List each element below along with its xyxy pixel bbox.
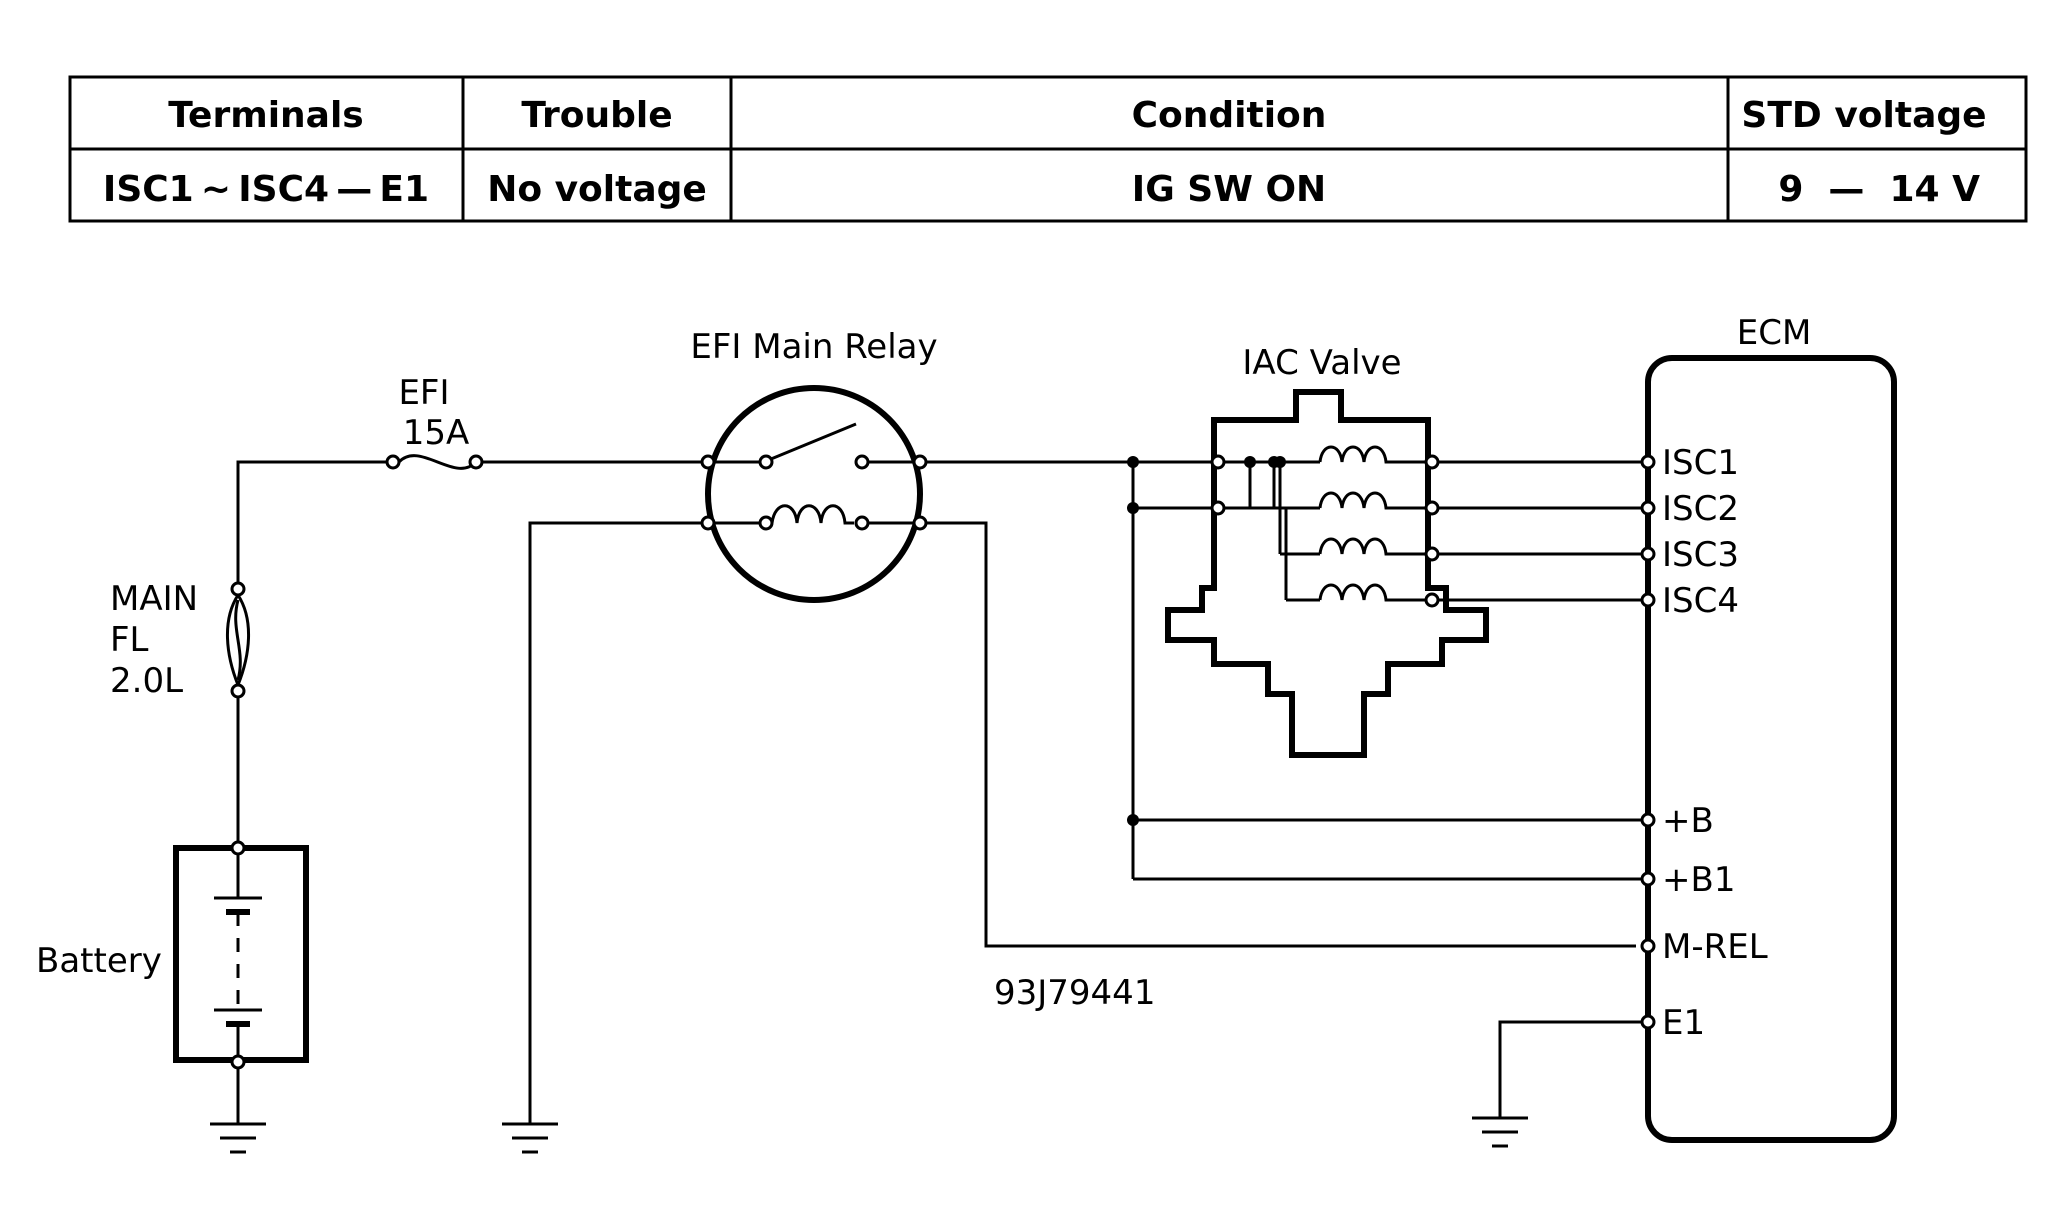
pin-isc4-label: ISC4 — [1662, 581, 1739, 621]
cell-condition: IG SW ON — [1132, 169, 1326, 210]
coil-2-icon — [1318, 491, 1432, 510]
pin-e1-label: E1 — [1662, 1003, 1705, 1043]
iac-valve-body — [1165, 389, 1489, 758]
pin-m-rel — [1640, 938, 1656, 954]
ground-icon — [502, 1122, 558, 1154]
pin-b — [1640, 812, 1656, 828]
relay-body — [705, 385, 923, 603]
relay-switch-icon — [770, 422, 857, 461]
coil-1-icon — [1318, 445, 1432, 464]
power-supply: EFI 15A MAIN FL 2.0L Battery — [36, 373, 700, 1154]
pin-isc1-label: ISC1 — [1662, 443, 1739, 483]
pin-e1 — [1640, 1014, 1656, 1030]
coil-4-icon — [1318, 583, 1432, 602]
iac-valve: IAC Valve — [1165, 343, 1489, 758]
pin-isc4 — [1640, 592, 1656, 608]
pin-m-rel-label: M-REL — [1662, 927, 1768, 967]
header-std-voltage: STD voltage — [1741, 95, 1986, 136]
header-trouble: Trouble — [521, 95, 672, 136]
efi-main-relay: EFI Main Relay — [502, 327, 1636, 1154]
coil-3-icon — [1318, 537, 1432, 556]
efi-fuse-rating: 15A — [403, 413, 470, 453]
main-fl-label-line2: FL — [110, 620, 149, 660]
efi-fuse-icon — [385, 454, 484, 470]
pin-isc3 — [1640, 546, 1656, 562]
main-fusible-link-icon — [226, 581, 250, 699]
pin-isc3-label: ISC3 — [1662, 535, 1739, 575]
ecm-label: ECM — [1737, 313, 1812, 353]
ground-icon — [210, 1122, 266, 1154]
battery-label: Battery — [36, 941, 162, 981]
pin-isc2 — [1640, 500, 1656, 516]
pin-isc1 — [1640, 454, 1656, 470]
efi-fuse-label: EFI — [398, 373, 449, 413]
ecm: ECM ISC1 ISC2 ISC3 ISC4 +B +B1 M-REL E1 — [1472, 313, 1897, 1148]
pin-isc2-label: ISC2 — [1662, 489, 1739, 529]
main-fl-label-line3: 2.0L — [110, 661, 183, 701]
pin-b1-label: +B1 — [1662, 860, 1735, 900]
ground-icon — [1472, 1116, 1528, 1148]
cell-std-voltage: 9 — 14 V — [1778, 169, 1980, 210]
cell-terminals: ISC1 ~ ISC4 — E1 — [103, 169, 429, 210]
pin-b-label: +B — [1662, 801, 1714, 841]
battery-icon — [173, 840, 309, 1070]
relay-coil-icon — [770, 504, 854, 525]
b-plus-bus — [926, 456, 1642, 881]
spec-table: Terminals Trouble Condition STD voltage … — [68, 75, 2028, 223]
header-terminals: Terminals — [168, 95, 364, 136]
pin-b1 — [1640, 871, 1656, 887]
ecm-body — [1645, 355, 1897, 1143]
main-fl-label: MAIN — [110, 579, 198, 619]
iac-valve-label: IAC Valve — [1242, 343, 1401, 383]
isc-wires — [1438, 460, 1642, 602]
cell-trouble: No voltage — [487, 169, 707, 210]
figure-code: 93J79441 — [994, 973, 1155, 1013]
relay-label: EFI Main Relay — [690, 327, 937, 367]
header-condition: Condition — [1132, 95, 1327, 136]
